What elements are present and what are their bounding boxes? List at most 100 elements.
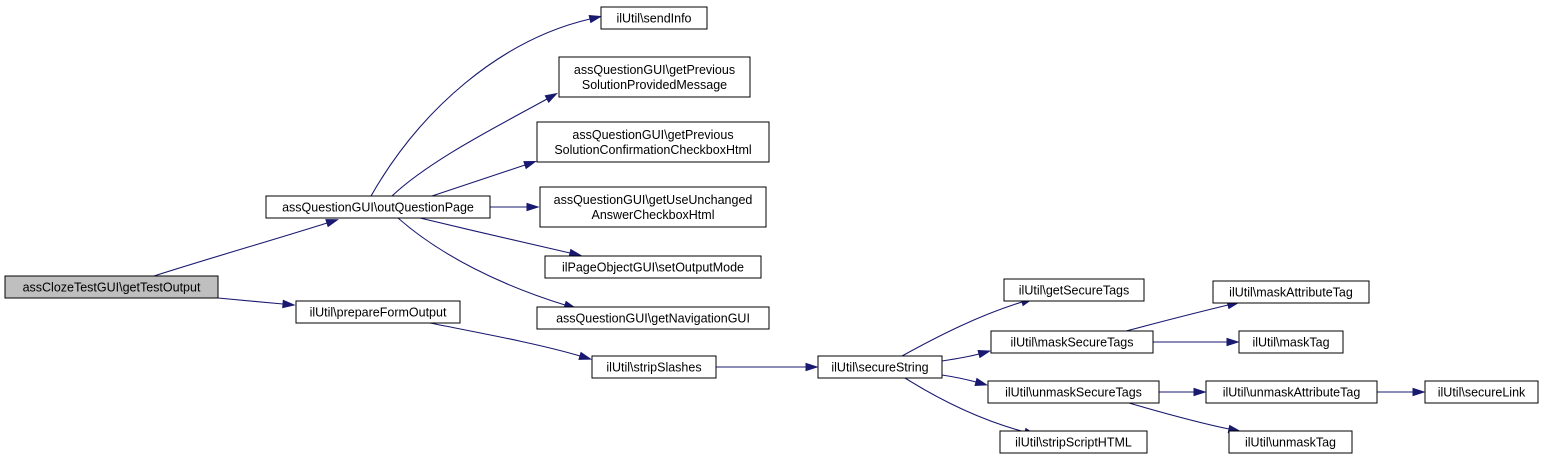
node-label: ilUtil\maskTag — [1252, 336, 1329, 350]
node-label: SolutionConfirmationCheckboxHtml — [554, 143, 751, 157]
node-box — [1003, 278, 1145, 302]
arrow-head-icon — [1226, 337, 1240, 347]
node-box — [4, 275, 219, 299]
call-graph-edges — [153, 14, 1426, 437]
node-box — [591, 355, 717, 379]
arrow-head-icon — [526, 202, 540, 212]
node-label: ilUtil\unmaskAttributeTag — [1223, 386, 1361, 400]
node-unmask-secure-tags[interactable]: ilUtil\unmaskSecureTags — [987, 380, 1160, 404]
arrow-head-icon — [523, 160, 537, 170]
edge-out-question-page-to-prev-msg — [391, 92, 558, 197]
node-box — [265, 195, 491, 219]
node-label: ilUtil\unmaskTag — [1245, 436, 1336, 450]
node-box — [990, 330, 1154, 354]
edge-out-question-page-to-send-info — [370, 14, 603, 197]
node-secure-link[interactable]: ilUtil\secureLink — [1424, 380, 1539, 404]
edge-line — [370, 18, 591, 197]
node-box — [817, 355, 943, 379]
edge-line — [217, 297, 284, 305]
arrow-head-icon — [1193, 387, 1207, 397]
edge-secure-string-to-mask-secure-tags — [941, 349, 992, 362]
node-label: ilUtil\secureLink — [1438, 386, 1526, 400]
node-label: AnswerCheckboxHtml — [592, 208, 715, 222]
arrow-head-icon — [805, 362, 819, 372]
node-box — [295, 300, 461, 324]
edge-line — [431, 164, 526, 197]
edge-line — [1128, 402, 1230, 430]
node-box — [987, 380, 1160, 404]
edge-root-to-prepare-form-output — [217, 297, 296, 309]
node-send-info[interactable]: ilUtil\sendInfo — [600, 6, 708, 30]
node-mask-secure-tags[interactable]: ilUtil\maskSecureTags — [990, 330, 1154, 354]
node-box — [558, 56, 751, 98]
node-label: ilUtil\maskAttributeTag — [1229, 286, 1353, 300]
node-label: ilPageObjectGUI\setOutputMode — [562, 261, 744, 275]
node-label: assQuestionGUI\outQuestionPage — [282, 201, 474, 215]
edge-secure-string-to-unmask-secure-tags — [941, 374, 989, 387]
node-label: ilUtil\sendInfo — [616, 12, 691, 26]
edge-line — [153, 222, 328, 277]
node-box — [544, 255, 762, 279]
edge-line — [904, 377, 1026, 433]
node-box — [600, 6, 708, 30]
node-label: ilUtil\stripScriptHTML — [1015, 436, 1132, 450]
node-root[interactable]: assClozeTestGUI\getTestOutput — [4, 275, 219, 299]
edge-line — [429, 322, 581, 357]
arrow-head-icon — [588, 14, 603, 24]
node-out-question-page[interactable]: assQuestionGUI\outQuestionPage — [265, 195, 491, 219]
node-secure-string[interactable]: ilUtil\secureString — [817, 355, 943, 379]
edge-out-question-page-to-use-unchanged — [490, 202, 540, 212]
arrow-head-icon — [325, 219, 340, 228]
edge-unmask-attribute-tag-to-secure-link — [1377, 387, 1426, 397]
node-label: ilUtil\getSecureTags — [1019, 284, 1129, 298]
edge-strip-slashes-to-secure-string — [716, 362, 819, 372]
node-label: ilUtil\prepareFormOutput — [310, 306, 447, 320]
node-get-navigation-gui[interactable]: assQuestionGUI\getNavigationGUI — [536, 306, 770, 330]
arrow-head-icon — [568, 248, 583, 258]
node-strip-script-html[interactable]: ilUtil\stripScriptHTML — [999, 430, 1148, 454]
node-label: ilUtil\unmaskSecureTags — [1005, 386, 1142, 400]
node-label: SolutionProvidedMessage — [582, 78, 727, 92]
node-prepare-form-output[interactable]: ilUtil\prepareFormOutput — [295, 300, 461, 324]
arrow-head-icon — [977, 349, 992, 359]
node-label: assQuestionGUI\getPrevious — [572, 128, 733, 142]
node-box — [1205, 380, 1378, 404]
node-box — [1228, 430, 1353, 454]
edge-mask-secure-tags-to-mask-tag — [1153, 337, 1240, 347]
node-box — [1238, 330, 1344, 354]
node-unmask-attribute-tag[interactable]: ilUtil\unmaskAttributeTag — [1205, 380, 1378, 404]
node-label: ilUtil\maskSecureTags — [1011, 336, 1134, 350]
edge-line — [941, 353, 980, 362]
edge-line — [901, 301, 1023, 357]
node-unmask-tag[interactable]: ilUtil\unmaskTag — [1228, 430, 1353, 454]
arrow-head-icon — [578, 351, 593, 360]
node-use-unchanged[interactable]: assQuestionGUI\getUseUnchangedAnswerChec… — [539, 186, 767, 228]
node-label: assQuestionGUI\getNavigationGUI — [556, 312, 750, 326]
node-get-secure-tags[interactable]: ilUtil\getSecureTags — [1003, 278, 1145, 302]
node-prev-chk[interactable]: assQuestionGUI\getPreviousSolutionConfir… — [536, 121, 770, 163]
node-set-output-mode[interactable]: ilPageObjectGUI\setOutputMode — [544, 255, 762, 279]
edge-mask-secure-tags-to-mask-attribute-tag — [1125, 300, 1241, 332]
node-box — [1212, 280, 1370, 304]
call-graph-nodes: assClozeTestGUI\getTestOutput assQuestion… — [4, 6, 1539, 454]
edge-unmask-secure-tags-to-unmask-attribute-tag — [1159, 387, 1207, 397]
edge-prepare-form-output-to-strip-slashes — [429, 322, 593, 360]
node-label: ilUtil\stripSlashes — [606, 361, 701, 375]
node-label: ilUtil\secureString — [831, 361, 928, 375]
node-label: assQuestionGUI\getUseUnchanged — [554, 193, 753, 207]
node-mask-tag[interactable]: ilUtil\maskTag — [1238, 330, 1344, 354]
node-label: assClozeTestGUI\getTestOutput — [23, 281, 201, 295]
node-box — [536, 121, 770, 163]
edge-line — [419, 217, 571, 254]
edge-line — [391, 98, 548, 197]
node-prev-msg[interactable]: assQuestionGUI\getPreviousSolutionProvid… — [558, 56, 751, 98]
edge-unmask-secure-tags-to-unmask-tag — [1128, 402, 1242, 434]
node-strip-slashes[interactable]: ilUtil\stripSlashes — [591, 355, 717, 379]
node-mask-attribute-tag[interactable]: ilUtil\maskAttributeTag — [1212, 280, 1370, 304]
arrow-head-icon — [1412, 387, 1426, 397]
arrow-head-icon — [282, 299, 296, 309]
edge-line — [941, 374, 977, 383]
edge-root-to-out-question-page — [153, 219, 340, 277]
arrow-head-icon — [544, 92, 558, 104]
